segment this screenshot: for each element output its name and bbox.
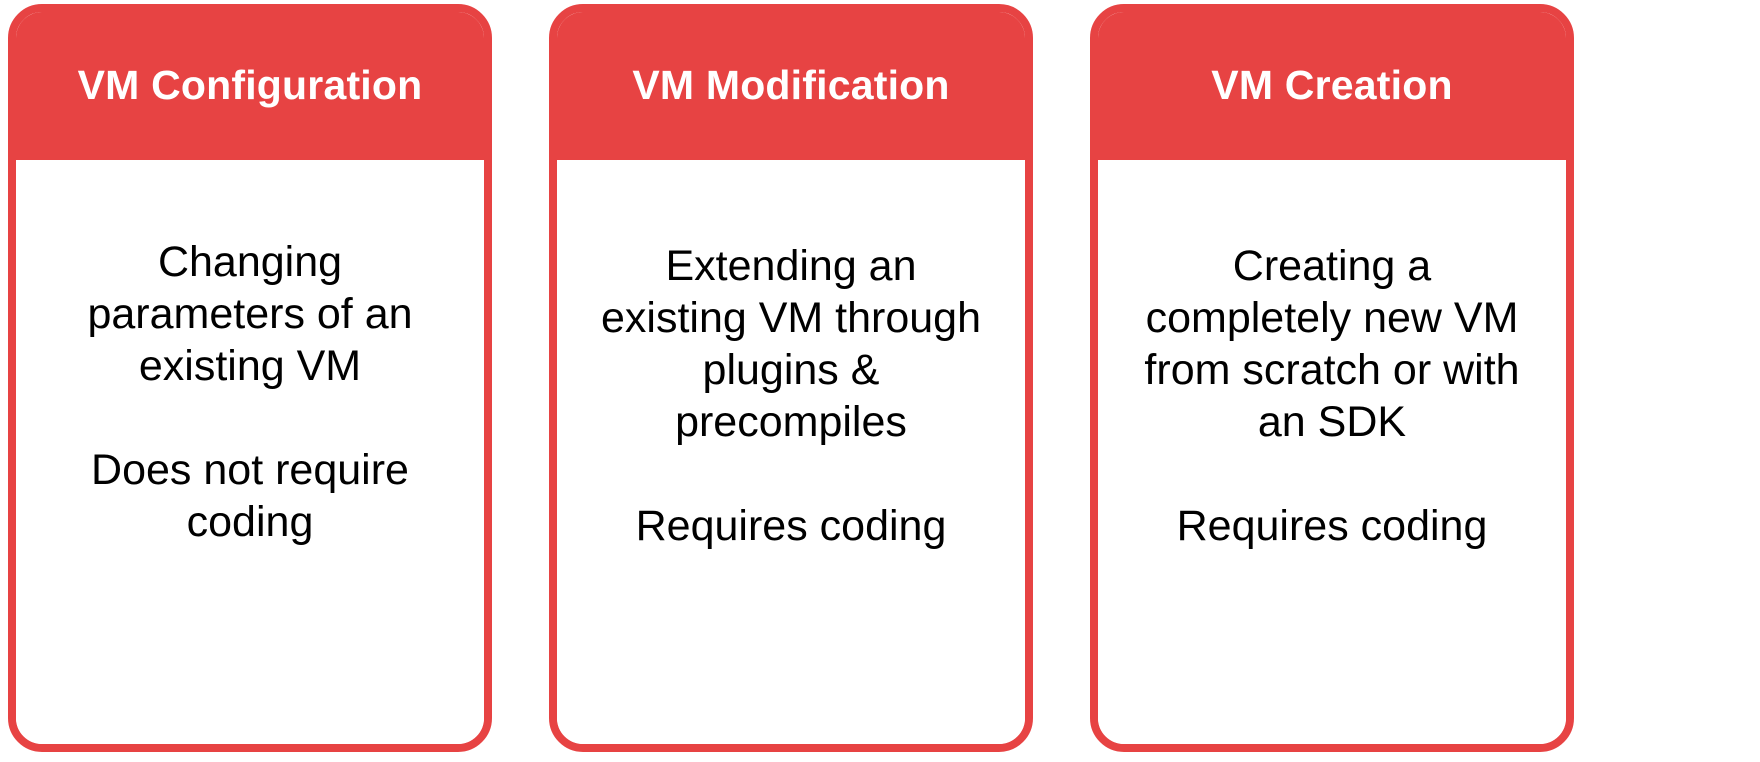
card-description: Changing parameters of an existing VM (87, 238, 413, 390)
card-header-vm-configuration: VM Configuration (16, 12, 484, 160)
card-body-vm-modification: Extending an existing VM through plugins… (557, 160, 1025, 744)
card-note: Requires coding (1176, 502, 1488, 550)
card-vm-modification[interactable]: VM Modification Extending an existing VM… (549, 4, 1033, 752)
card-header-vm-creation: VM Creation (1098, 12, 1566, 160)
card-header-vm-modification: VM Modification (557, 12, 1025, 160)
card-title: VM Configuration (77, 62, 423, 109)
card-vm-configuration[interactable]: VM Configuration Changing parameters of … (8, 4, 492, 752)
card-description: Creating a completely new VM from scratc… (1144, 242, 1520, 446)
card-title: VM Creation (1211, 62, 1453, 109)
card-vm-creation[interactable]: VM Creation Creating a completely new VM… (1090, 4, 1574, 752)
card-body-vm-configuration: Changing parameters of an existing VM Do… (16, 160, 484, 744)
card-note: Requires coding (635, 502, 947, 550)
card-title: VM Modification (632, 62, 950, 109)
card-body-vm-creation: Creating a completely new VM from scratc… (1098, 160, 1566, 744)
card-note: Does not require coding (91, 446, 409, 546)
card-description: Extending an existing VM through plugins… (600, 242, 982, 446)
